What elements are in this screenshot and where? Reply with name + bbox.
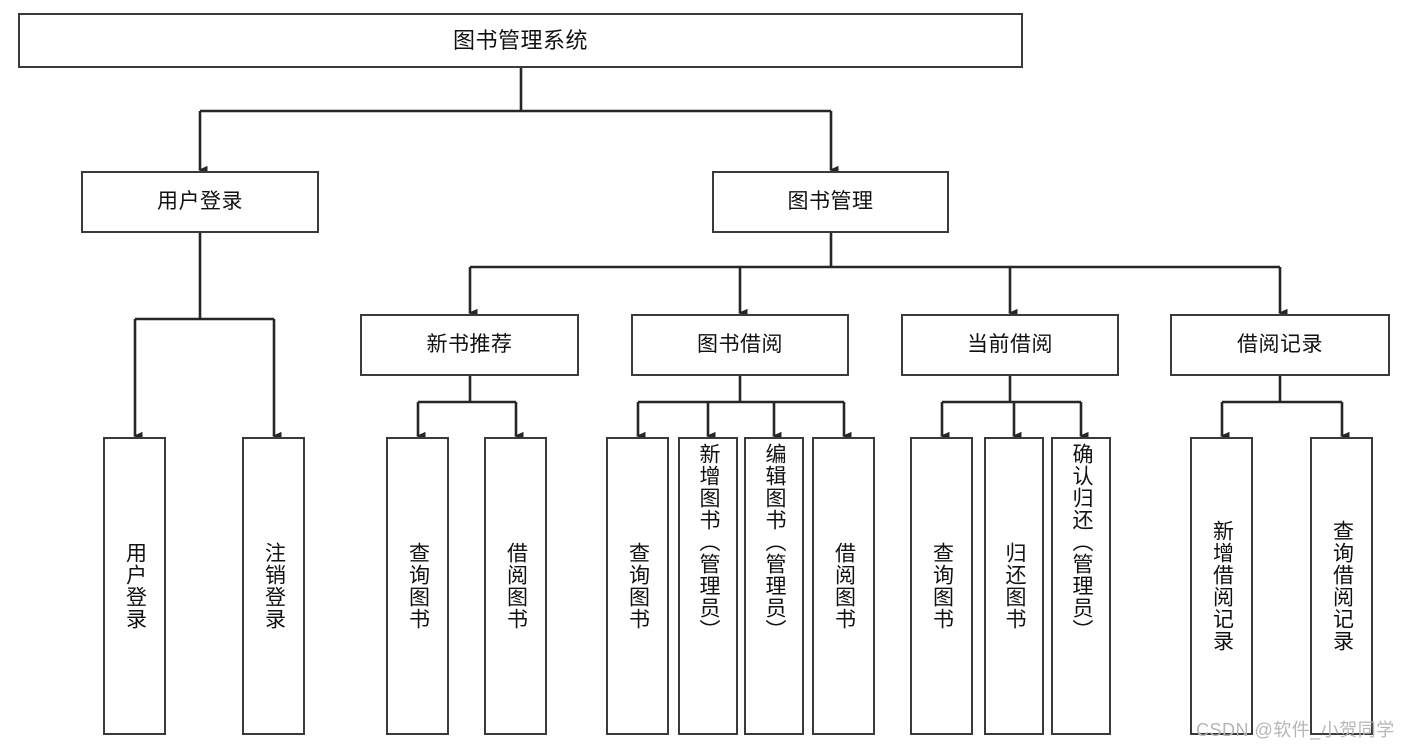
node-leaf-query-book[interactable]: 查询图书 (606, 437, 669, 735)
node-label: 借阅图书 (504, 542, 528, 630)
edge-group (133, 68, 1350, 441)
node-leaf-borrow-book-recommend[interactable]: 借阅图书 (484, 437, 547, 735)
node-leaf-add-book-admin[interactable]: 新增图书（管理员） (678, 437, 738, 735)
node-leaf-edit-book-admin[interactable]: 编辑图书（管理员） (744, 437, 804, 735)
node-new-book-recommend[interactable]: 新书推荐 (360, 314, 579, 376)
node-book-management[interactable]: 图书管理 (712, 171, 949, 233)
node-leaf-query-borrow-record[interactable]: 查询借阅记录 (1310, 437, 1373, 735)
node-label: 归还图书 (1003, 542, 1027, 630)
node-root[interactable]: 图书管理系统 (18, 13, 1023, 68)
node-current-borrow[interactable]: 当前借阅 (901, 314, 1119, 376)
node-leaf-query-book-recommend[interactable]: 查询图书 (386, 437, 449, 735)
node-label: 当前借阅 (967, 332, 1053, 356)
node-leaf-query-book-current[interactable]: 查询图书 (910, 437, 973, 735)
node-label: 新书推荐 (426, 332, 513, 356)
node-label: 新增借阅记录 (1210, 520, 1234, 652)
node-label: 借阅图书 (832, 542, 856, 630)
node-label: 查询借阅记录 (1330, 520, 1354, 652)
node-label: 用户登录 (157, 189, 243, 213)
node-leaf-user-login[interactable]: 用户登录 (103, 437, 166, 735)
node-label: 借阅记录 (1237, 332, 1323, 356)
node-label: 用户登录 (123, 542, 147, 630)
node-label: 注销登录 (262, 542, 286, 630)
node-book-borrow[interactable]: 图书借阅 (631, 314, 849, 376)
node-user-login[interactable]: 用户登录 (81, 171, 319, 233)
node-label: 查询图书 (626, 542, 650, 630)
node-label: 编辑图书（管理员） (763, 443, 787, 641)
node-label: 新增图书（管理员） (697, 443, 721, 641)
node-label: 图书管理系统 (452, 27, 588, 53)
node-label: 确认归还（管理员） (1070, 443, 1094, 641)
node-label: 图书管理 (787, 189, 874, 213)
node-leaf-logout[interactable]: 注销登录 (242, 437, 305, 735)
node-borrow-record[interactable]: 借阅记录 (1170, 314, 1390, 376)
node-label: 查询图书 (930, 542, 954, 630)
node-label: 图书借阅 (697, 332, 783, 356)
node-label: 查询图书 (406, 542, 430, 630)
node-leaf-return-book[interactable]: 归还图书 (984, 437, 1044, 735)
node-leaf-confirm-return-admin[interactable]: 确认归还（管理员） (1051, 437, 1111, 735)
node-leaf-add-borrow-record[interactable]: 新增借阅记录 (1190, 437, 1253, 735)
node-leaf-borrow-book[interactable]: 借阅图书 (812, 437, 875, 735)
watermark: CSDN @软件_小贺同学 (1196, 720, 1395, 740)
